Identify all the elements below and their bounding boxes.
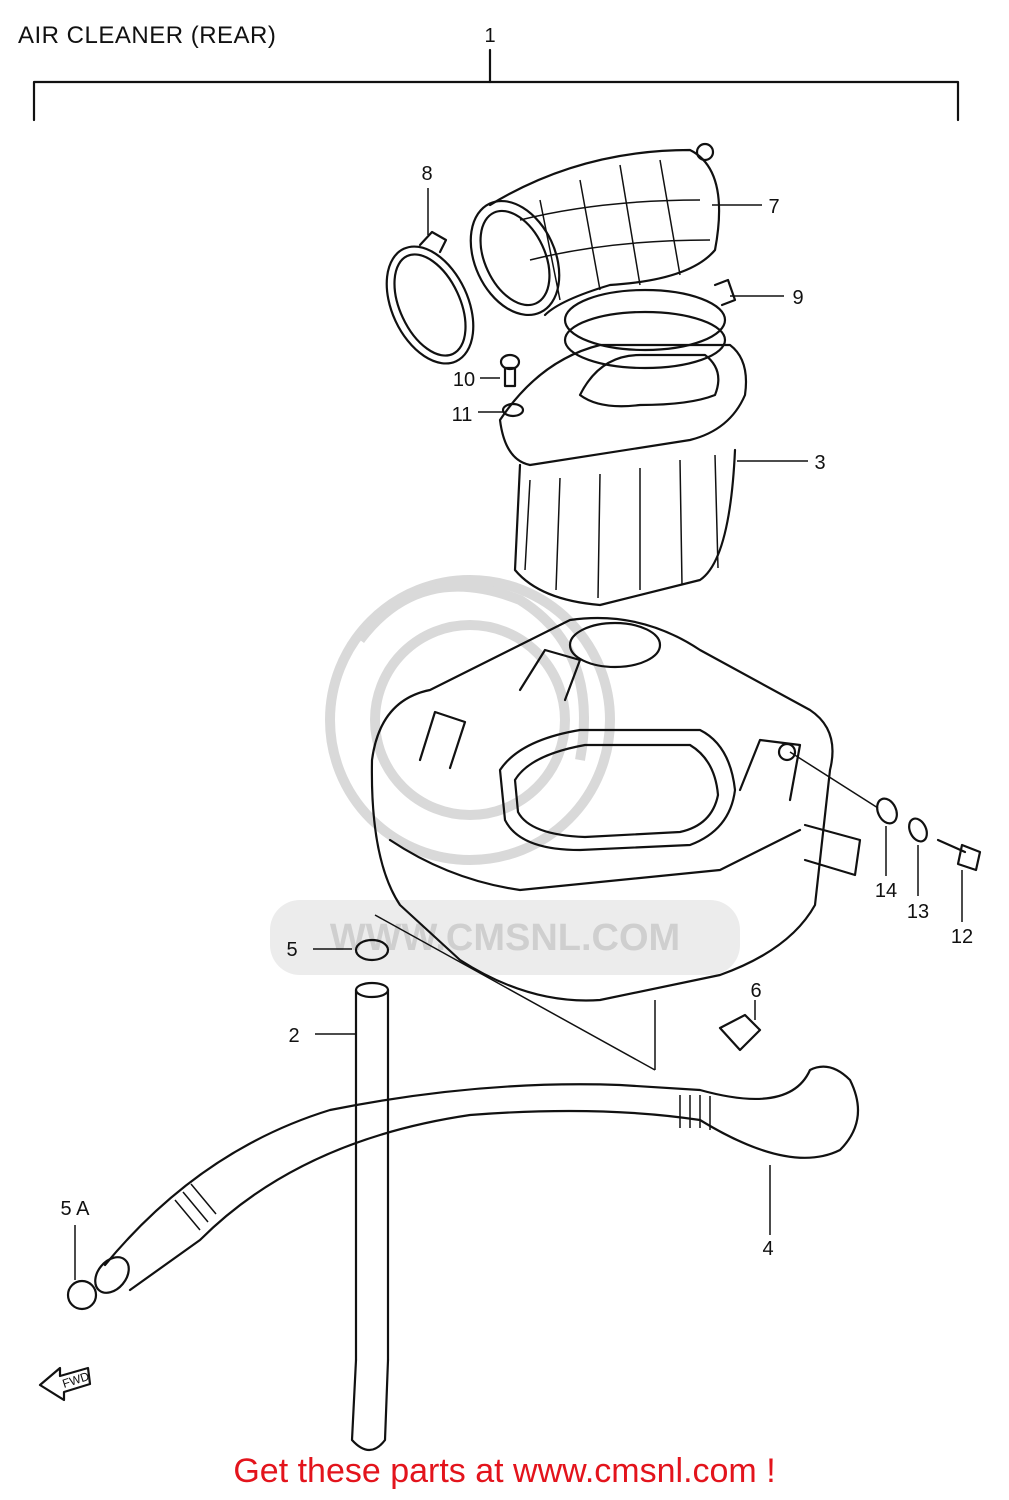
callout-6: 6 [750,980,761,1002]
callout-13: 13 [907,901,929,923]
callout-14: 14 [875,880,897,902]
intake-boot-7 [469,142,721,317]
clamp-8 [385,230,475,365]
callout-7: 7 [768,196,779,218]
screw-10 [499,353,521,388]
footer-link[interactable]: Get these parts at www.cmsnl.com ! [233,1452,776,1490]
washer-13 [908,817,928,843]
assembly-bracket [32,48,960,122]
fwd-arrow-icon: FWD [38,1366,91,1402]
drain-tube-2 [350,981,390,1452]
breather-hose-4 [94,1065,860,1294]
callout-3: 3 [814,452,825,474]
callouts: 1 8 7 9 10 11 3 14 13 12 5 6 2 5 A 4 [61,25,974,1260]
callout-10: 10 [453,369,475,391]
callout-5a: 5 A [61,1198,91,1220]
washer-14 [876,797,898,825]
air-cleaner-case [370,616,862,1002]
diagram-title: AIR CLEANER (REAR) [18,22,277,49]
callout-1: 1 [484,25,495,47]
callout-12: 12 [951,926,973,948]
callout-8: 8 [421,163,432,185]
callout-5: 5 [286,939,297,961]
clamp-9 [563,278,737,370]
callout-9: 9 [792,287,803,309]
callout-11: 11 [452,404,473,426]
watermark-logo: WWW.CMSNL.COM [270,575,740,975]
clamp-6 [718,1013,762,1052]
watermark-text: WWW.CMSNL.COM [330,917,680,959]
callout-4: 4 [762,1238,773,1260]
clip-5a [66,1279,98,1311]
bolt-12 [936,838,982,872]
clip-5 [354,938,390,962]
leader-lines [74,188,963,1280]
filter-element-3 [498,343,748,607]
callout-2: 2 [288,1025,299,1047]
